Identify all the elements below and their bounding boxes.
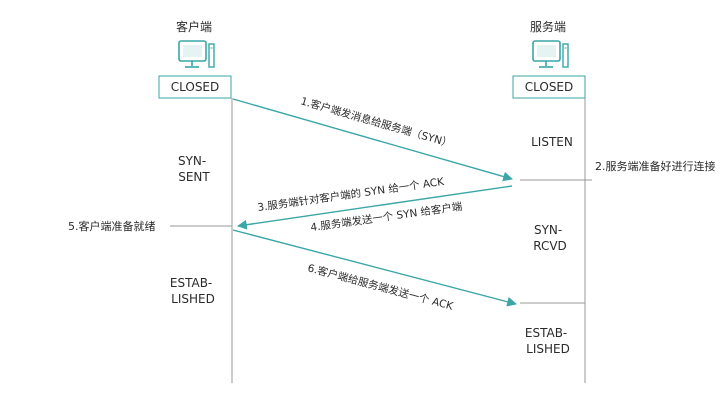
client-closed-label: CLOSED [171,80,220,94]
client-ready-note: 5.客户端准备就绪 [68,219,156,233]
server-closed-label: CLOSED [525,80,574,94]
server-state-listen: LISTEN [531,135,573,149]
client-computer-icon [178,40,215,68]
message-arrow-syn [232,98,513,182]
client-state-syn-sent: SYN- SENT [178,154,210,184]
server-computer-icon [532,40,569,68]
server-closed-box [512,75,586,99]
client-closed-box [158,75,232,99]
server-ready-note: 2.服务端准备好进行连接 [595,159,716,173]
server-state-syn-rcvd: SYN- RCVD [533,223,567,253]
message-arrow-ack [232,229,517,307]
client-state-established: ESTAB- LISHED [170,276,216,306]
server-state-established: ESTAB- LISHED [525,326,571,356]
client-title: 客户端 [176,19,212,34]
message-label-syn: 1.客户端发消息给服务端（SYN） [299,94,453,150]
message-arrow-syn-ack [237,185,513,230]
server-title: 服务端 [530,19,566,34]
